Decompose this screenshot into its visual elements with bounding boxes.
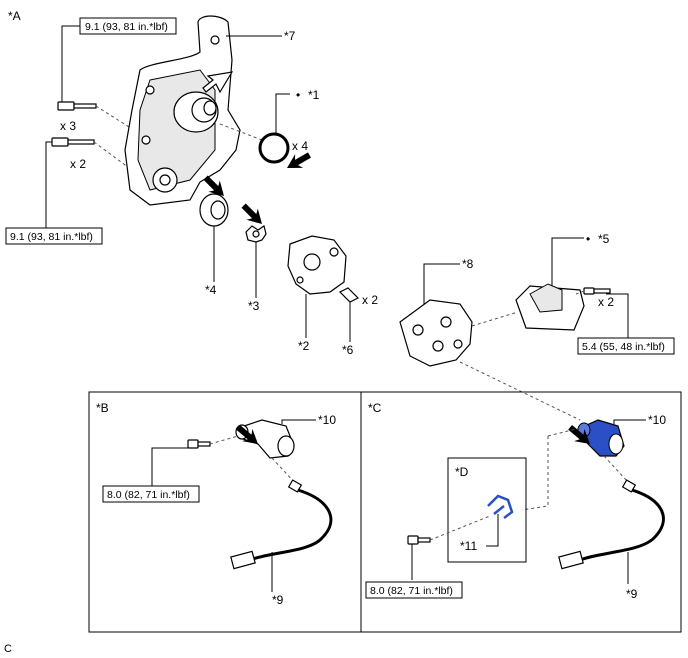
section-c-label: *C: [368, 401, 382, 415]
frame-b: [88, 391, 362, 633]
callout-5: *5: [598, 232, 610, 246]
callout-3: *3: [248, 299, 260, 313]
bolt-lower-left: [51, 137, 95, 147]
leader-1: [275, 93, 290, 134]
callout-9-c: *9: [626, 587, 638, 601]
wire-harness-b: [230, 479, 333, 570]
arrow-inner-rotor-icon: [237, 199, 268, 230]
torque-box-mid-left: [5, 227, 103, 245]
callout-6: *6: [342, 343, 354, 357]
torque-box-b: [102, 485, 200, 503]
dash-valve-cover: [471, 311, 519, 327]
callout-4: *4: [205, 283, 217, 297]
valve-cover: [515, 283, 585, 331]
leader-10-c: [613, 419, 646, 424]
callout-2: *2: [298, 339, 310, 353]
dash-valve-sensor: [459, 361, 581, 421]
leader-8: [423, 263, 460, 304]
bolt-b: [187, 439, 211, 449]
leader-torque-right: [606, 293, 629, 338]
section-b-label: *B: [96, 401, 109, 415]
retaining-clip: [487, 494, 514, 519]
torque-spec-right: 5.4 (55, 48 in.*lbf): [582, 341, 665, 353]
bullet-1: •: [296, 88, 300, 102]
qty-oring: x 4: [292, 139, 308, 153]
frame-c: [360, 391, 682, 633]
outline-arrow-icon: [202, 71, 234, 94]
callout-1: *1: [308, 88, 320, 102]
dash-bolt-right: [575, 290, 585, 295]
leader-torque-b: [151, 447, 188, 486]
bolt-right: [583, 287, 611, 295]
section-d-label: *D: [455, 465, 469, 479]
qty-bolt-top: x 3: [60, 119, 76, 133]
sensor-c-highlighted: [577, 419, 625, 457]
callout-8: *8: [462, 257, 474, 271]
torque-spec-c: 8.0 (82, 71 in.*lbf): [370, 585, 453, 597]
bullet-5: •: [586, 232, 590, 246]
qty-bolt-right: x 2: [598, 295, 614, 309]
wire-harness-c: [558, 479, 665, 570]
torque-spec-mid-left: 9.1 (93, 81 in.*lbf): [10, 231, 93, 243]
dash-bolt-b: [209, 435, 239, 445]
leader-5: [551, 237, 584, 286]
leader-torque-top-left: [61, 25, 80, 102]
torque-spec-top-left: 9.1 (93, 81 in.*lbf): [85, 21, 168, 33]
callout-10-c: *10: [648, 413, 666, 427]
inner-rotor: [245, 225, 267, 243]
leader-10-b: [281, 419, 316, 424]
o-ring: [258, 132, 290, 164]
dash-bolt-c: [429, 515, 491, 541]
dash-harness-c: [603, 455, 629, 483]
callout-7: *7: [284, 29, 296, 43]
sensor-b: [235, 419, 295, 459]
torque-box-right: [577, 337, 675, 355]
leader-torque-mid-left: [45, 141, 52, 228]
qty-bolt-mid: x 2: [70, 157, 86, 171]
valve-body: [399, 299, 473, 367]
callout-11: *11: [460, 539, 477, 553]
oil-pump-body: [287, 235, 347, 295]
frame-d: [447, 457, 527, 563]
torque-box-c: [365, 581, 463, 599]
callout-9-b: *9: [272, 593, 284, 607]
dash-oring: [219, 123, 263, 141]
leader-11: [486, 514, 499, 547]
section-a-label: *A: [8, 9, 21, 23]
outer-rotor: [199, 193, 229, 227]
torque-spec-b: 8.0 (82, 71 in.*lbf): [107, 489, 190, 501]
bolt-upper-left: [57, 101, 97, 111]
callout-10-b: *10: [318, 413, 336, 427]
timing-chain-cover: [124, 15, 241, 206]
bolt-c: [407, 535, 431, 545]
dowel-pin: [338, 287, 360, 303]
qty-pin: x 2: [362, 293, 378, 307]
footer-code: C: [4, 643, 12, 655]
